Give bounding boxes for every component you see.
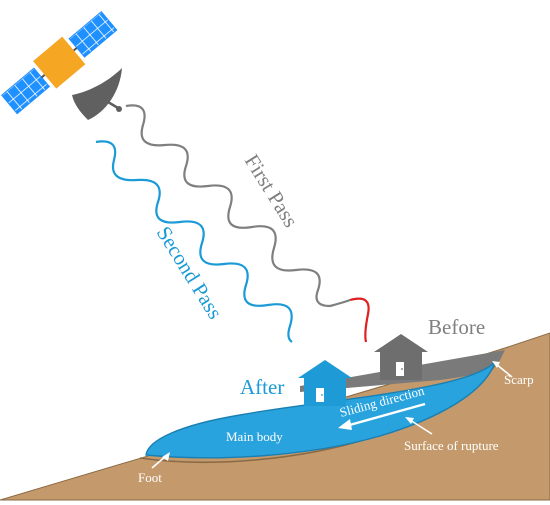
first-pass-label: First Pass bbox=[240, 150, 303, 232]
satellite-body bbox=[33, 36, 86, 89]
house-after-icon bbox=[298, 360, 352, 406]
before-label: Before bbox=[428, 315, 485, 339]
house-before-icon bbox=[374, 334, 428, 380]
foot-label: Foot bbox=[138, 470, 162, 485]
main-body-label: Main body bbox=[226, 429, 283, 444]
surface-of-rupture-label: Surface of rupture bbox=[404, 438, 499, 453]
annotation-pointers bbox=[151, 361, 513, 469]
second-pass-wave bbox=[95, 140, 293, 343]
sliding-direction-arrow bbox=[338, 402, 426, 430]
first-pass-wave bbox=[125, 104, 351, 308]
solar-panel-right bbox=[68, 10, 118, 58]
second-pass-label: Second Pass bbox=[152, 222, 228, 323]
first-pass-wave-tip bbox=[349, 297, 370, 343]
satellite-dish bbox=[72, 68, 122, 120]
after-label: After bbox=[240, 375, 284, 399]
solar-panel-left bbox=[1, 67, 51, 115]
landslide-main-body bbox=[145, 361, 496, 459]
scarp-label: Scarp bbox=[504, 372, 534, 387]
satellite-icon bbox=[1, 10, 122, 120]
